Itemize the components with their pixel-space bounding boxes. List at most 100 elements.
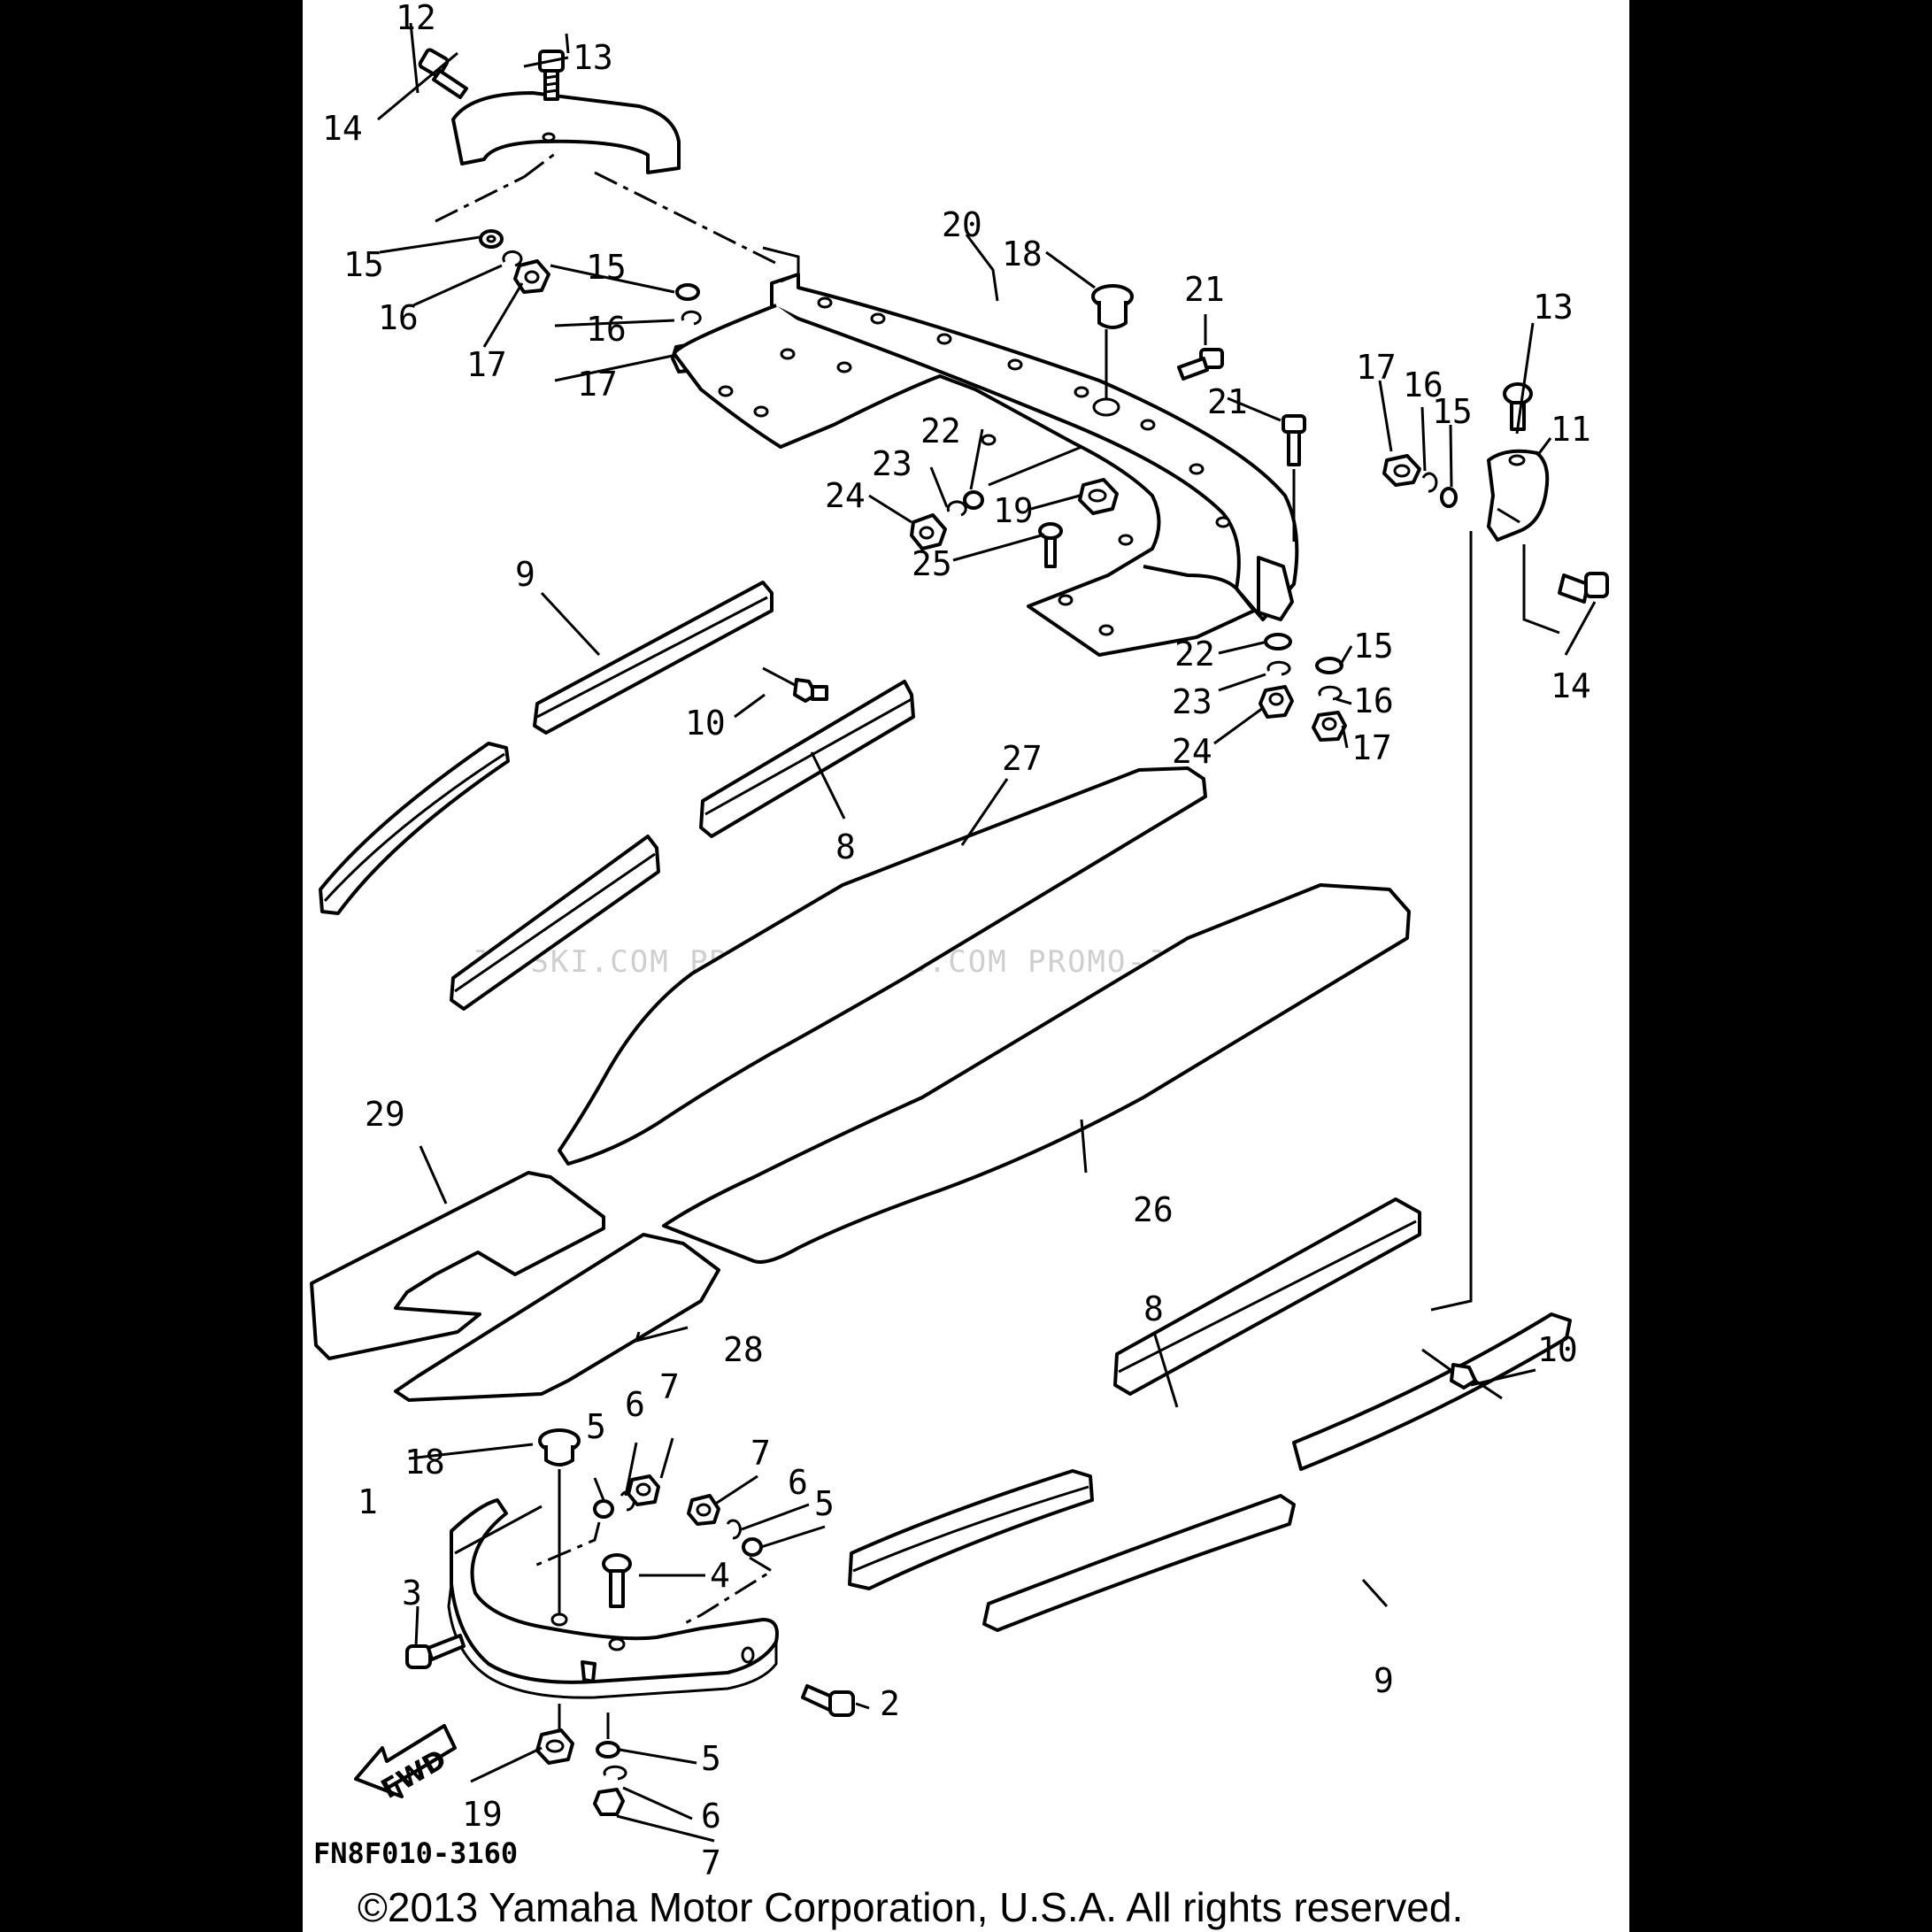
part-7-nut-b [627,1474,660,1506]
callout-21: 21 [1207,382,1248,421]
callouts: 12 13 14 15 16 17 15 16 17 20 18 21 21 1… [322,0,1591,1882]
callout-19: 19 [993,491,1034,530]
part-27-mat [558,766,1207,1166]
grommet-hole [1092,397,1120,417]
callout-15: 15 [586,248,627,287]
callout-8: 8 [1143,1289,1164,1328]
callout-24: 24 [825,476,866,515]
part-22-washer-b [1264,633,1292,650]
callout-16: 16 [586,310,627,349]
assembly-line [435,149,560,223]
part-24-nut-a [910,513,947,550]
exploded-parts-diagram: JETSKI.COM PROMO-JETSKI.COM PROMO-JETSKI… [310,0,1609,1882]
callout-15: 15 [1432,392,1473,431]
assembly-line [1522,544,1560,635]
part-21-screw-a [1177,348,1224,381]
copyright-notice: ©2013 Yamaha Motor Corporation, U.S.A. A… [358,1884,1464,1930]
callout-23: 23 [872,444,912,483]
callout-6: 6 [701,1797,721,1836]
leader-lines [377,22,1597,1843]
callout-14: 14 [322,109,363,148]
callout-29: 29 [365,1095,405,1134]
part-16-lockwasher-c [1421,472,1438,493]
callout-19: 19 [462,1795,503,1834]
callout-13: 13 [573,38,613,77]
callout-10: 10 [1537,1330,1578,1369]
assembly-line [532,1521,601,1568]
callout-15: 15 [343,245,384,284]
part-21-screw-b [1282,414,1306,466]
part-14-bolt-left [418,48,468,99]
part-17-nut-d [1312,711,1347,742]
parts-diagram-sheet: JETSKI.COM PROMO-JETSKI.COM PROMO-JETSKI… [303,0,1629,1932]
callout-18: 18 [404,1443,445,1482]
callout-9: 9 [515,555,535,594]
part-11-bracket-right [1487,449,1550,542]
callout-6: 6 [625,1385,645,1424]
callout-8: 8 [835,827,856,866]
part-15-washer-d [1315,657,1343,674]
part-25-screw [1038,522,1063,568]
callout-2: 2 [880,1684,900,1723]
part-29-mat [310,1171,605,1360]
callout-12: 12 [396,0,436,37]
part-14-bolt-right [1558,572,1609,604]
part-6-lockwasher-a [603,1765,627,1781]
callout-1: 1 [358,1482,378,1521]
callout-7: 7 [701,1843,721,1882]
part-15-washer-c [1440,487,1458,508]
part-8-rail-top [450,680,915,1011]
callout-27: 27 [1002,739,1043,778]
callout-20: 20 [942,205,982,244]
part-4-bolt [602,1553,632,1608]
part-26-mat [662,883,1411,1264]
callout-22: 22 [1174,635,1215,674]
part-16-lockwasher-a [502,250,523,267]
part-5-washer-a [596,1741,620,1759]
part-20-rail-bracket [673,273,1299,657]
part-28-mat [394,1233,720,1402]
callout-5: 5 [814,1484,835,1523]
part-18-grommet-b [538,1428,581,1466]
part-8-rail-bottom [848,1197,1421,1590]
part-24-nut-b [1258,685,1294,719]
assembly-line [988,445,1082,487]
callout-17: 17 [1356,348,1397,387]
assembly-line [594,171,781,267]
part-22-washer-a [963,490,984,510]
callout-10: 10 [685,704,726,743]
part-16-lockwasher-d [1318,685,1343,701]
figure-code: FN8F010-3160 [313,1836,518,1870]
part-10-rivet-top [762,666,828,703]
part-12-bracket [451,91,681,174]
part-6-lockwasher-c [726,1519,742,1540]
part-10-rivet-bottom [1421,1348,1503,1400]
callout-17: 17 [577,365,618,404]
callout-15: 15 [1353,627,1394,666]
callout-9: 9 [1374,1661,1394,1700]
callout-5: 5 [586,1407,606,1446]
callout-21: 21 [1184,270,1225,309]
callout-28: 28 [723,1330,764,1369]
callout-18: 18 [1002,235,1043,273]
callout-4: 4 [710,1556,730,1595]
callout-25: 25 [912,544,952,583]
callout-17: 17 [1351,728,1392,767]
part-13-bolt-right [1503,382,1533,431]
part-15-washer-b [675,283,700,301]
callout-26: 26 [1133,1190,1174,1229]
callout-24: 24 [1172,732,1212,771]
callout-7: 7 [750,1434,771,1473]
part-23-lockwasher-b [1266,660,1291,676]
part-23-lockwasher-a [946,500,967,517]
callout-23: 23 [1172,682,1212,721]
callout-6: 6 [788,1463,808,1502]
part-7-nut-c [687,1494,720,1526]
part-9-rail-top [319,581,774,915]
part-16-lockwasher-b [681,310,702,326]
callout-16: 16 [378,298,419,337]
forward-arrow: FWD [354,1724,457,1805]
assembly-line [682,1556,774,1626]
callout-11: 11 [1551,410,1591,449]
part-18-grommet-a [1091,284,1134,329]
